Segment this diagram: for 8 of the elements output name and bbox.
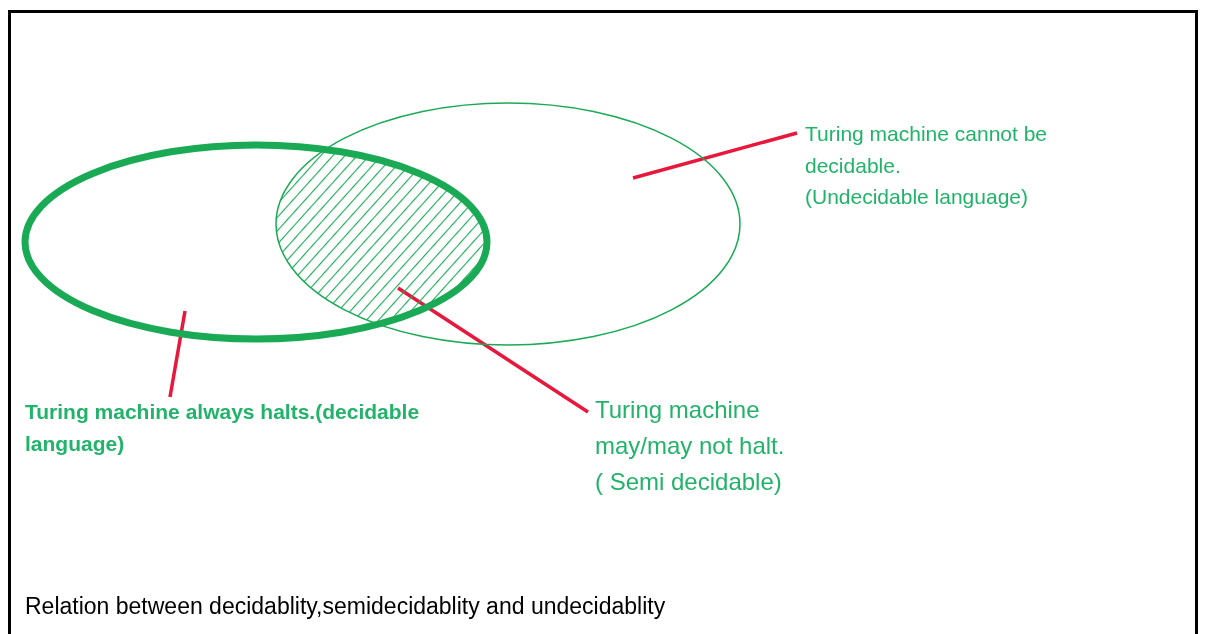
callout-text: ( Semi decidable) — [595, 467, 782, 497]
callout-text: Turing machine may/may not halt. — [595, 395, 786, 461]
caption: Relation between decidablity,semidecidablity and undecidablity — [25, 593, 666, 620]
callout-text: Turing machine cannot be decidable. — [805, 121, 1049, 179]
leader-line — [168, 310, 187, 398]
leader-line — [632, 131, 798, 180]
callout-text: (Undecidable language) — [805, 184, 1028, 210]
callout-text: Turing machine always halts.(decidable language) — [25, 399, 421, 457]
